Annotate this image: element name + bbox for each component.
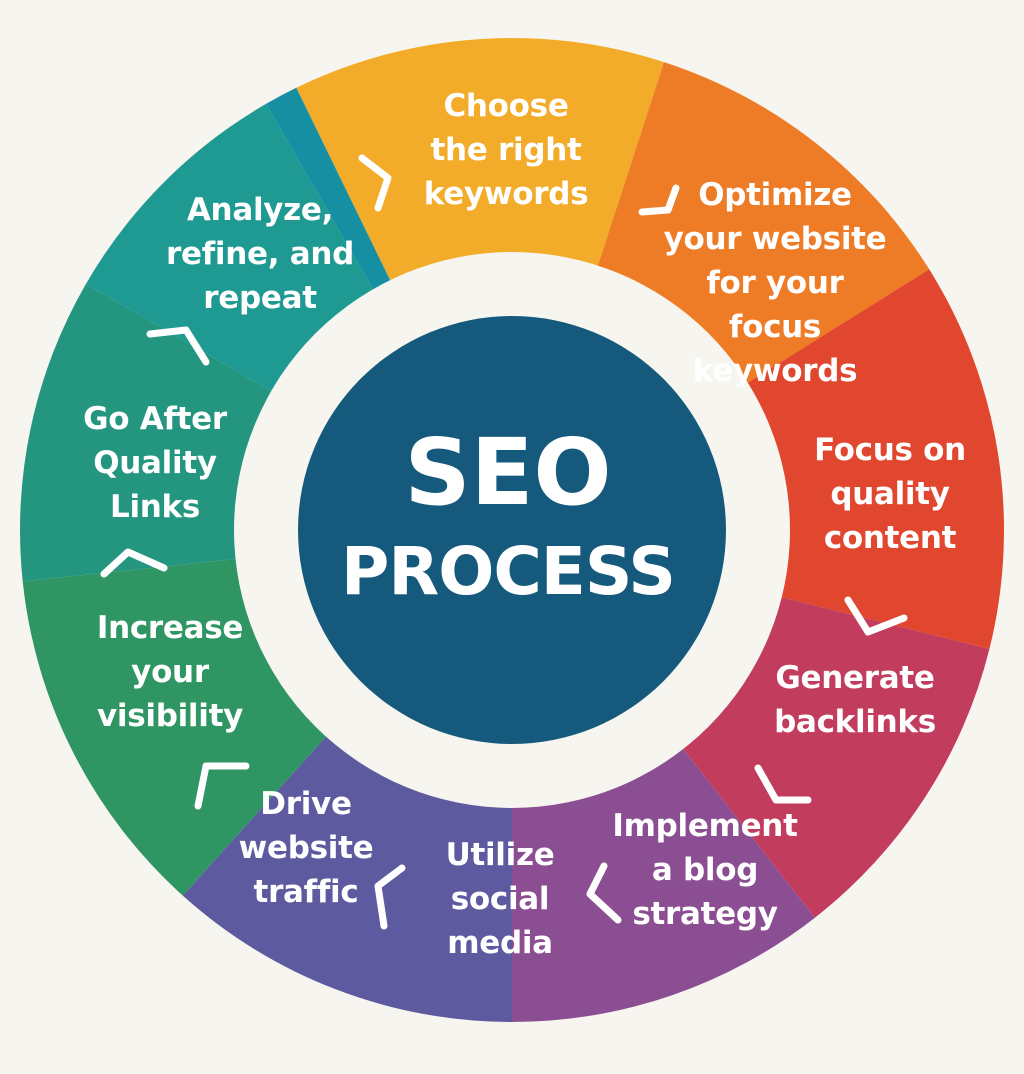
step-label-optimize-website: Optimize your website for your focus key…	[663, 177, 887, 389]
step-label-quality-content: Focus on quality content	[814, 432, 966, 556]
step-label-analyze-refine: Analyze, refine, and repeat	[166, 192, 354, 316]
chevron-arrow-icon	[146, 326, 210, 366]
step-label-social-media: Utilize social media	[445, 837, 555, 961]
step-label-choose-keywords: Choose the right keywords	[423, 88, 589, 212]
step-label-quality-links: Go After Quality Links	[83, 401, 227, 525]
chevron-arrow-icon	[358, 154, 392, 212]
step-arrows	[100, 154, 908, 930]
chevron-arrow-icon	[754, 764, 812, 804]
chevron-arrow-icon	[638, 184, 680, 216]
center-hub	[298, 316, 726, 744]
step-label-increase-visibility: Increase your visibility	[96, 610, 244, 734]
center-title-seo: SEO	[404, 419, 612, 526]
chevron-arrow-icon	[100, 548, 168, 578]
chevron-arrow-icon	[194, 762, 250, 810]
center-title-process: PROCESS	[341, 533, 676, 610]
step-label-generate-backlinks: Generate backlinks	[774, 660, 936, 740]
step-label-blog-strategy: Implement a blog strategy	[612, 808, 798, 932]
step-label-drive-traffic: Drive website traffic	[238, 786, 374, 910]
chevron-arrow-icon	[374, 864, 406, 930]
chevron-arrow-icon	[844, 596, 908, 636]
chevron-arrow-icon	[586, 862, 622, 924]
